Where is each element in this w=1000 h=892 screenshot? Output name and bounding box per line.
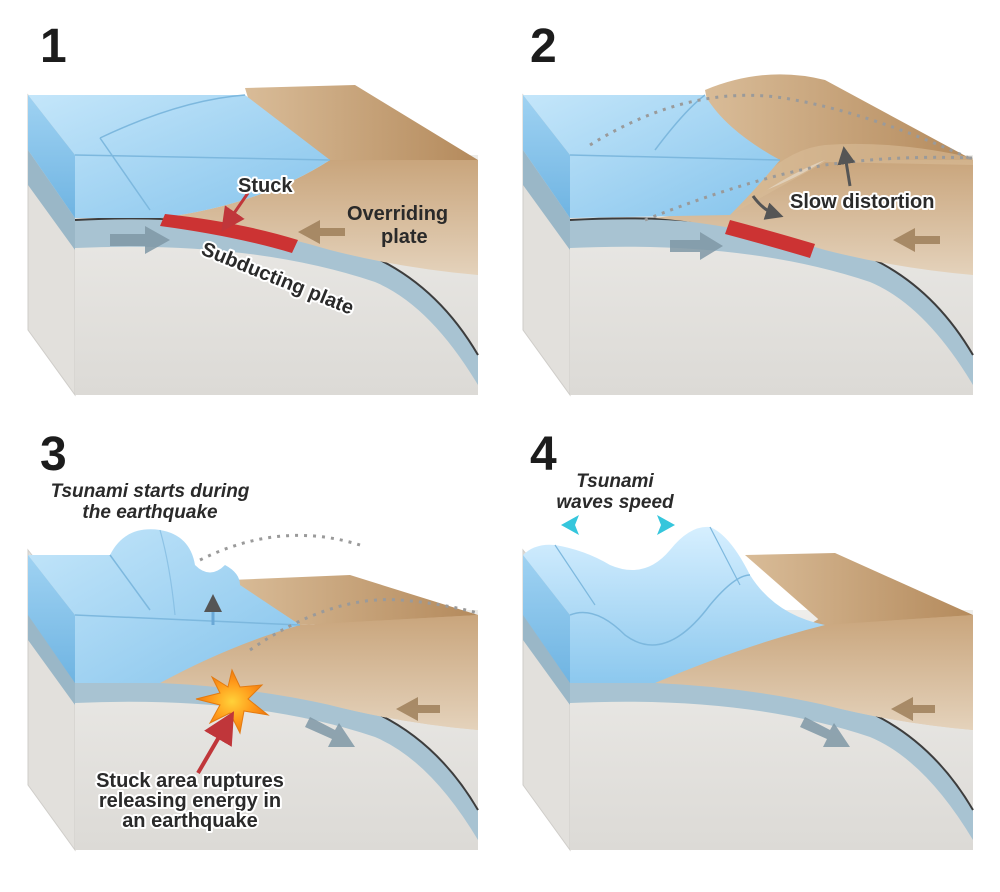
- plate-motion-arrow: [891, 697, 935, 721]
- stuck-zone: [160, 214, 298, 253]
- plate-motion-arrow: [800, 717, 850, 747]
- stuck-pointer-arrow: [221, 192, 250, 232]
- waves-label-line1: Tsunami: [576, 471, 654, 492]
- stuck-label: Stuck: [238, 175, 293, 197]
- stuck-zone: [725, 220, 815, 258]
- rupture-label-line2: releasing energy in: [99, 790, 281, 812]
- plate-motion-arrow: [110, 226, 170, 254]
- panel-3: 3 Tsunami starts during the earthquake S…: [27, 428, 479, 851]
- panel-4: 4 Tsunami waves speed: [522, 428, 974, 851]
- rupture-label-line3: an earthquake: [122, 810, 258, 832]
- rupture-label-line1: Stuck area ruptures: [96, 770, 284, 792]
- slow-distortion-label: Slow distortion: [790, 191, 934, 213]
- wave-left-arrow-icon: [561, 515, 579, 535]
- panel-number: 4: [530, 428, 557, 481]
- overriding-label-line2: plate: [381, 226, 428, 248]
- distortion-arrow: [751, 195, 784, 220]
- plate-motion-arrow: [670, 232, 723, 260]
- rupture-pointer-arrow: [196, 711, 235, 775]
- panel-number: 2: [530, 20, 557, 73]
- panel-number: 3: [40, 428, 67, 481]
- waves-label-line2: waves speed: [556, 492, 674, 513]
- plate-motion-arrow: [396, 697, 440, 721]
- tsunami-starts-line2: the earthquake: [82, 502, 218, 523]
- ocean-wave: [28, 529, 300, 683]
- plate-motion-arrow: [305, 717, 355, 747]
- overriding-plate-top: [655, 615, 973, 730]
- panel-1: 1 Stuck Overriding plate Subducting plat…: [27, 20, 479, 396]
- uplift-arrow: [837, 146, 856, 187]
- plate-motion-arrow: [298, 220, 345, 244]
- wave-right-arrow-icon: [657, 515, 675, 535]
- panel-2: 2 Slow distortion: [522, 20, 974, 396]
- tsunami-starts-line1: Tsunami starts during: [51, 481, 250, 502]
- panel-number: 1: [40, 20, 67, 73]
- overriding-label-line1: Overriding: [347, 203, 448, 225]
- tsunami-waves: [523, 526, 825, 683]
- plate-motion-arrow: [893, 228, 940, 252]
